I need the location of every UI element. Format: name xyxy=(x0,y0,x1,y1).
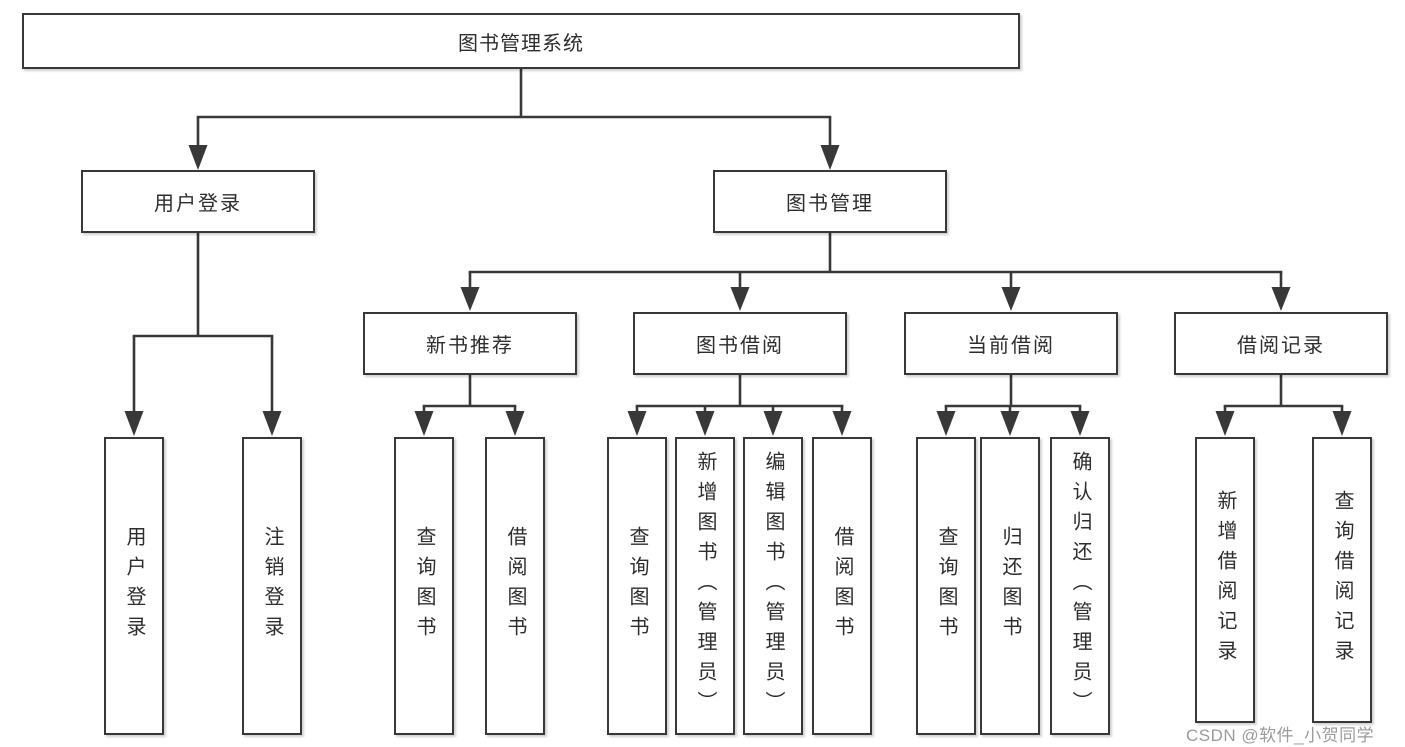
node-leaf-query-books-c: 查询图书 xyxy=(916,437,976,735)
node-leaf-user-login: 用户登录 xyxy=(104,437,164,735)
watermark: CSDN @软件_小贺同学 xyxy=(1186,726,1375,745)
node-current-borrowing: 当前借阅 xyxy=(904,312,1118,375)
node-leaf-logout-login: 注销登录 xyxy=(242,437,302,735)
node-leaf-borrow-books-a: 借阅图书 xyxy=(485,437,545,735)
node-leaf-add-book-admin: 新增图书（管理员） xyxy=(675,437,735,735)
node-leaf-edit-book-admin: 编辑图书（管理员） xyxy=(743,437,803,735)
node-book-borrowing: 图书借阅 xyxy=(633,312,847,375)
node-user-login: 用户登录 xyxy=(81,170,315,233)
node-borrowing-records: 借阅记录 xyxy=(1174,312,1388,375)
node-leaf-borrow-books-b: 借阅图书 xyxy=(812,437,872,735)
node-leaf-query-books-a: 查询图书 xyxy=(394,437,454,735)
node-library-system: 图书管理系统 xyxy=(22,13,1020,69)
node-leaf-query-borrow-record: 查询借阅记录 xyxy=(1312,437,1372,723)
arrowhead-icons xyxy=(124,145,1352,436)
node-new-book-recommendation: 新书推荐 xyxy=(363,312,577,375)
node-leaf-query-books-b: 查询图书 xyxy=(607,437,667,735)
node-book-management: 图书管理 xyxy=(713,170,947,233)
node-leaf-return-books: 归还图书 xyxy=(980,437,1040,735)
node-leaf-add-borrow-record: 新增借阅记录 xyxy=(1195,437,1255,723)
node-leaf-confirm-return-admin: 确认归还（管理员） xyxy=(1050,437,1110,735)
